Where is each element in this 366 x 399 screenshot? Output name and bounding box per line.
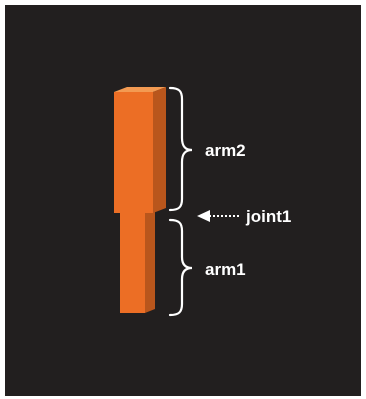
arm1-label: arm1 <box>205 260 246 279</box>
arrowhead-icon <box>197 210 210 222</box>
arm1-brace <box>168 218 193 317</box>
joint1-arrow <box>197 210 240 222</box>
arm2-front-face <box>114 92 153 213</box>
arm2-top-face <box>114 87 166 92</box>
arm1-side-face <box>145 209 155 313</box>
joint1-label: joint1 <box>245 207 291 226</box>
arm2-label: arm2 <box>205 141 246 160</box>
arm2-side-face <box>153 87 166 213</box>
arm2-segment <box>114 87 166 213</box>
arm1-front-face <box>120 213 145 313</box>
arm2-brace <box>168 86 193 212</box>
arm1-segment <box>120 209 155 313</box>
